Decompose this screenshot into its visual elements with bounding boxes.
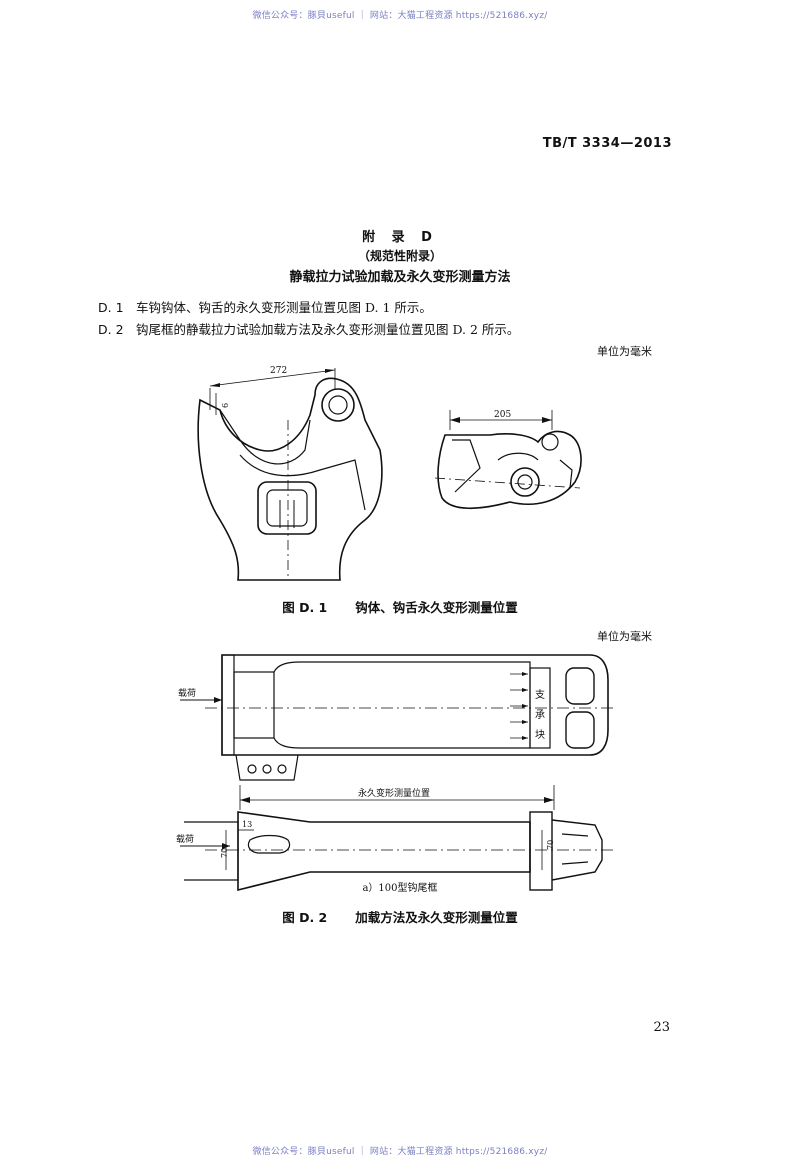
- clause-text: 车钩钩体、钩舌的永久变形测量位置见图 D. 1 所示。: [136, 300, 432, 315]
- unit-note-2: 单位为毫米: [597, 630, 652, 643]
- figure-d2-drawing: 支 承 块 载荷 永久变形测量位置 载荷 13 70 70: [176, 654, 615, 892]
- standard-number: TB/T 3334—2013: [542, 136, 672, 151]
- appendix-type: （规范性附录）: [357, 249, 442, 263]
- clause-d1: D. 1 车钩钩体、钩舌的永久变形测量位置见图 D. 1 所示。: [98, 297, 432, 316]
- watermark-top: 微信公众号：豚貝useful ｜ 网站：大猫工程资源 https://52168…: [252, 11, 548, 21]
- appendix-subtitle: 静载拉力试验加载及永久变形测量方法: [289, 270, 511, 285]
- figure-d1-drawing: 272 6 205: [197, 366, 582, 581]
- block-label-1: 支: [535, 689, 545, 701]
- block-label-3: 块: [535, 729, 545, 741]
- figure-d1-caption-number: 图 D. 1: [282, 600, 328, 615]
- dim-70-left-label: 70: [220, 848, 229, 858]
- dim-13-label: 13: [242, 820, 252, 829]
- measure-position-label: 永久变形测量位置: [358, 787, 430, 799]
- watermark-bottom: 微信公众号：豚貝useful ｜ 网站：大猫工程资源 https://52168…: [252, 1147, 548, 1157]
- figure-d2-subcaption: a）100型钩尾框: [362, 883, 438, 894]
- appendix-title: 附 录 D: [362, 230, 438, 245]
- figure-d2-caption-text: 加载方法及永久变形测量位置: [355, 910, 518, 925]
- dim-205-label: 205: [494, 410, 511, 420]
- load-label-1: 载荷: [178, 687, 196, 699]
- figure-d1-caption-text: 钩体、钩舌永久变形测量位置: [355, 600, 518, 615]
- dim-70-right-label: 70: [546, 840, 555, 850]
- figure-d2-caption: 图 D. 2 加载方法及永久变形测量位置: [0, 907, 800, 926]
- figure-d2-caption-number: 图 D. 2: [282, 910, 328, 925]
- clause-text: 钩尾框的静载拉力试验加载方法及永久变形测量位置见图 D. 2 所示。: [136, 322, 520, 337]
- load-label-2: 载荷: [176, 833, 194, 845]
- dim-6-label: 6: [221, 403, 230, 408]
- unit-note-1: 单位为毫米: [597, 345, 652, 358]
- dim-272-label: 272: [270, 366, 287, 376]
- figure-d1-caption: 图 D. 1 钩体、钩舌永久变形测量位置: [0, 597, 800, 616]
- clause-number: D. 1: [98, 300, 124, 315]
- clause-d2: D. 2 钩尾框的静载拉力试验加载方法及永久变形测量位置见图 D. 2 所示。: [98, 319, 519, 338]
- clause-number: D. 2: [98, 322, 124, 337]
- page-number: 23: [653, 1020, 670, 1035]
- block-label-2: 承: [535, 709, 545, 721]
